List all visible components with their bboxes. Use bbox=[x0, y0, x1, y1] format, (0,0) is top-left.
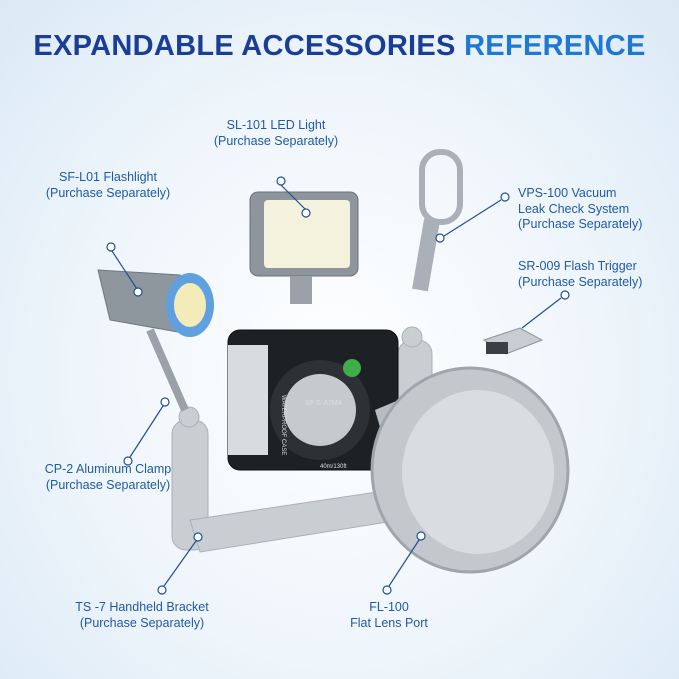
flashlight bbox=[97, 269, 214, 412]
label-bracket: TS -7 Handheld Bracket(Purchase Separate… bbox=[75, 600, 209, 630]
housing-model-text: SF-S-A7M4 bbox=[305, 400, 342, 407]
page-title: EXPANDABLE ACCESSORIES REFERENCE bbox=[33, 30, 646, 62]
led-light bbox=[249, 191, 359, 304]
flash-trigger bbox=[482, 327, 544, 355]
label-flash-trigger: SR-009 Flash Trigger(Purchase Separately… bbox=[518, 259, 643, 289]
label-led-light: SL-101 LED Light(Purchase Separately) bbox=[213, 118, 339, 148]
callout-lines bbox=[106, 176, 570, 595]
housing-depth-text: 40m/130ft bbox=[320, 464, 347, 470]
housing-brand-text: WATERPROOF CASE bbox=[280, 395, 286, 455]
label-flashlight: SF-L01 Flashlight(Purchase Separately) bbox=[45, 170, 171, 200]
label-clamp: CP-2 Aluminum Clamp(Purchase Separately) bbox=[44, 462, 172, 492]
vacuum-pump bbox=[412, 149, 463, 292]
camera-housing: SF-S-A7M4 WATERPROOF CASE 40m/130ft bbox=[227, 329, 399, 471]
flat-lens-port bbox=[370, 366, 570, 574]
